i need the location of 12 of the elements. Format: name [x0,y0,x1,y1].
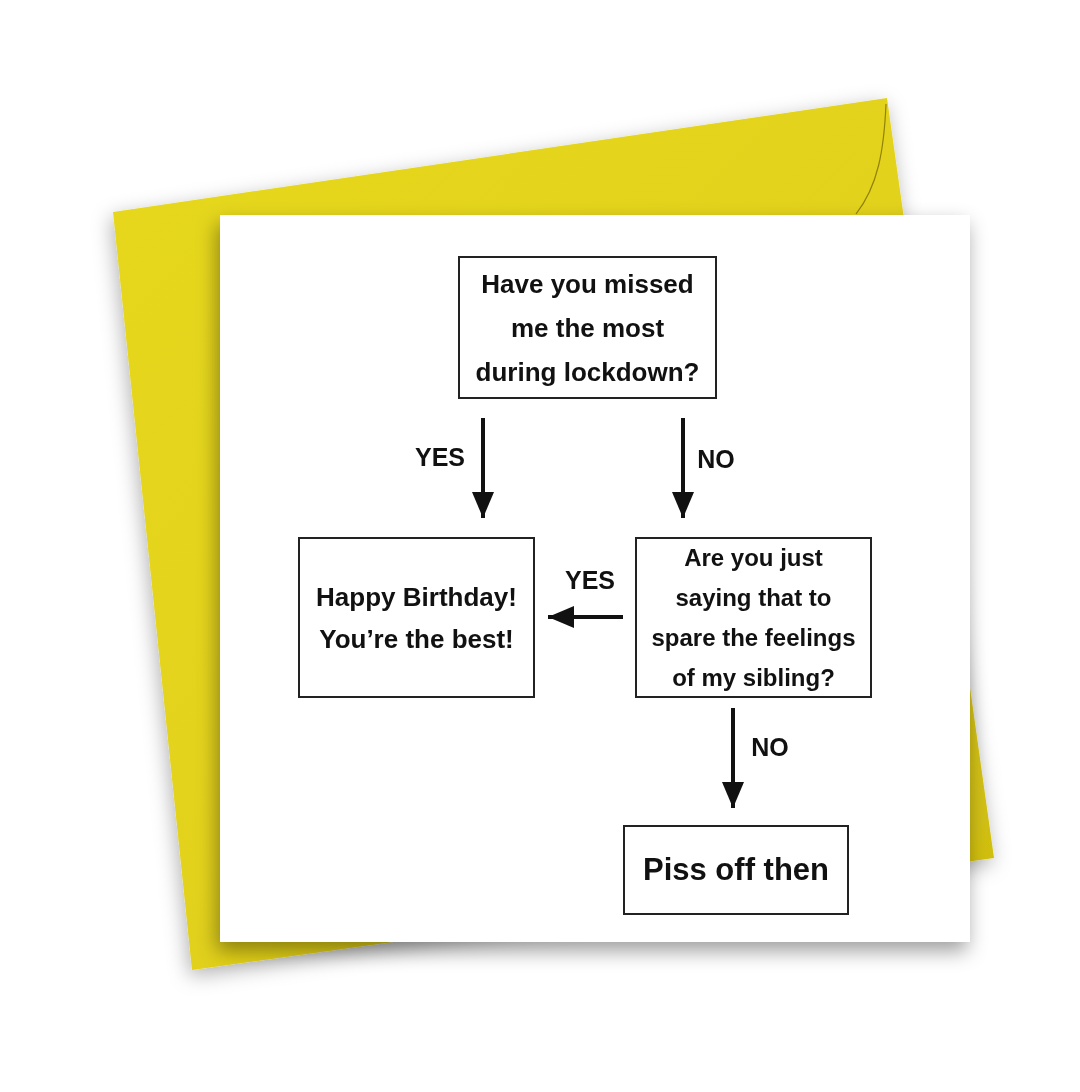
arrow [722,708,744,808]
node-text: Are you just saying that to spare the feelings of my sibling? [650,542,857,693]
decision-box [458,256,717,399]
node-text: Have you missed me the most during lockdown? [474,267,701,389]
decision-box [635,537,872,698]
node-text: Happy Birthday! You’re the best! [315,580,518,656]
arrow [548,606,623,628]
result-box [298,537,535,698]
node-text: Piss off then [643,851,829,889]
arrow [672,418,694,518]
arrow [472,418,494,518]
result-box [623,825,849,915]
